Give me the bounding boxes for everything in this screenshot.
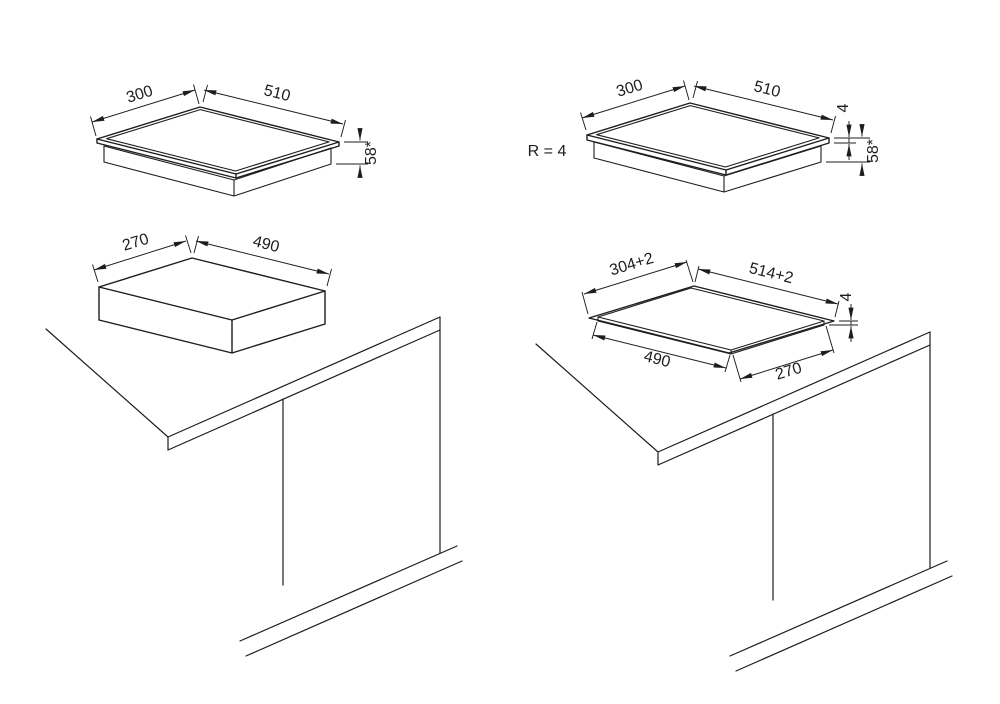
dim-recess-length: 514+2 [694, 260, 840, 318]
hole-width-label: 270 [773, 360, 804, 384]
hob-body [103, 145, 332, 197]
corner-radius-label: R = 4 [528, 143, 567, 160]
hob-height-label: 58* [865, 139, 882, 163]
cutout-length-label: 490 [251, 233, 281, 256]
left-hob-view: 300 510 58* [90, 82, 380, 197]
hob-height-label: 58* [363, 141, 380, 165]
worktop-lines [45, 316, 463, 657]
hob-width-label: 300 [614, 77, 645, 101]
recess-depth-label: 4 [838, 292, 855, 301]
dim-recess-depth: 4 [829, 292, 858, 342]
glass-thickness-label: 4 [835, 103, 852, 112]
dim-hob-height: 58* [826, 124, 882, 176]
hob-length-label: 510 [752, 78, 782, 101]
dim-hob-width: 300 [90, 83, 200, 137]
recess-step-depth [597, 316, 825, 355]
hob-glass-outline [586, 102, 830, 171]
dim-cutout-length: 490 [193, 233, 332, 287]
dim-glass-thickness: 4 [834, 103, 870, 160]
dim-hole-width: 270 [732, 325, 835, 384]
cutout-depth [98, 286, 326, 354]
hob-body [593, 141, 822, 193]
hole-outline [597, 287, 825, 351]
dim-hole-length: 490 [591, 321, 731, 373]
dim-hob-length: 510 [692, 78, 836, 134]
worktop-lines [535, 331, 953, 672]
cutout-width-label: 270 [120, 231, 151, 255]
dim-hob-height: 58* [336, 128, 380, 178]
hob-glass-inner-rim [596, 105, 820, 168]
hob-glass-edge [96, 138, 340, 179]
dim-hob-width: 300 [580, 77, 690, 131]
hob-length-label: 510 [262, 82, 292, 105]
hob-width-label: 300 [124, 83, 155, 107]
right-hob-view: R = 4 300 510 4 58* [528, 77, 882, 193]
hob-glass-inner-rim [106, 109, 330, 172]
cutout-outline [98, 257, 326, 321]
right-cutout-view: 304+2 514+2 4 490 270 [535, 250, 953, 672]
dim-hob-length: 510 [202, 82, 346, 138]
hob-glass-outline [96, 106, 340, 175]
hole-length-label: 490 [642, 348, 672, 371]
left-cutout-view: 270 490 [45, 231, 463, 657]
recess-width-label: 304+2 [608, 250, 656, 279]
